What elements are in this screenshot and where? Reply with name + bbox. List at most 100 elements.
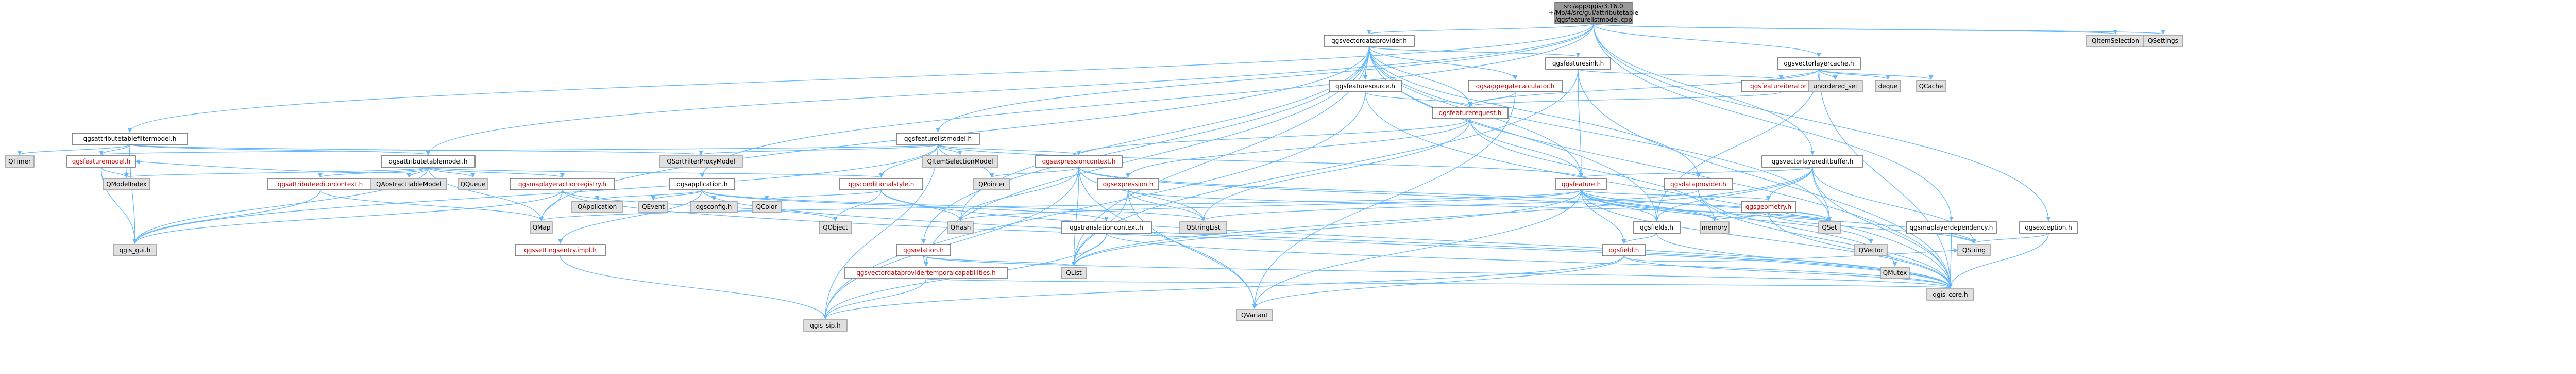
node-label: qgsaggregatecalculator.h: [1476, 83, 1555, 90]
node-qgsvectordataprovider-h[interactable]: qgsvectordataprovider.h: [1324, 35, 1415, 47]
node-label: +/Mo/4/src/gui/attributetable: [1549, 9, 1638, 17]
edge-qgsfeaturesource_h-to-qgsfeaturerequest_h: [1365, 91, 1472, 107]
node-label: QSettings: [2148, 37, 2178, 44]
node-box: [1875, 80, 1901, 92]
node-label: QMap: [533, 224, 551, 231]
node-qgsmaplayerdependency-h[interactable]: qgsmaplayerdependency.h: [1906, 221, 1997, 234]
node-box: [1741, 201, 1796, 213]
node-qcache: QCache: [1916, 80, 1946, 92]
node-qgsfeaturesink-h[interactable]: qgsfeaturesink.h: [1545, 57, 1611, 70]
node-qapplication: QApplication: [571, 201, 623, 213]
node-box: [571, 201, 623, 213]
node-label: QItemSelectionModel: [927, 158, 993, 165]
node-root[interactable]: src/app/qgis/3.16.0+/Mo/4/src/gui/attrib…: [1549, 2, 1638, 24]
edge-qgsexpressioncontext_h-to-QPointer: [989, 167, 1079, 178]
node-label: QPointer: [978, 181, 1005, 188]
node-qgsexpression-h[interactable]: qgsexpression.h: [1097, 178, 1159, 190]
node-qgsvectorlayereditbuffer-h[interactable]: qgsvectorlayereditbuffer.h: [1761, 155, 1863, 168]
node-box: [1854, 244, 1888, 256]
edge-qgsexpressioncontext_h-to-QStringList: [1078, 167, 1206, 221]
edge-qgsvectorlayereditbuffer_h-to-qgsfeature_h: [1579, 167, 1813, 178]
node-label: qgsfeaturerequest.h: [1439, 109, 1502, 117]
edge-qgsfield_h-to-QString: [1623, 248, 1958, 262]
node-qgsdataprovider-h[interactable]: qgsdataprovider.h: [1664, 178, 1733, 190]
node-label: qgsapplication.h: [676, 181, 727, 188]
edge-qgsfields_h-to-qgis_core_h: [1656, 233, 1953, 288]
node-qgssettingsentry-h[interactable]: qgssettingsentry.impl.h: [515, 244, 606, 256]
node-qabstracttablemodel: QAbstractTableModel: [370, 178, 447, 190]
edge-qgsattributetablefiltermodel_h-to-qgsattributetablemodel_h: [129, 144, 431, 155]
node-box: [1236, 309, 1273, 321]
node-label: qgstranslationcontext.h: [1070, 224, 1143, 231]
node-qvariant: QVariant: [1236, 309, 1273, 321]
node-label: qgis_sip.h: [810, 322, 840, 329]
node-qgsconditionalstyle-h[interactable]: qgsconditionalstyle.h: [839, 178, 923, 190]
node-qset: QSet: [1818, 221, 1841, 234]
node-qgsfield-h[interactable]: qgsfield.h: [1602, 244, 1646, 256]
node-box: [1545, 57, 1611, 70]
node-qgsfeaturelistmodel-h[interactable]: qgsfeaturelistmodel.h: [896, 133, 980, 145]
node-qgsfeaturerequest-h[interactable]: qgsfeaturerequest.h: [1432, 107, 1509, 119]
edge-qgsfeaturerequest_h-to-qgsfeature_h: [1469, 118, 1584, 178]
edge-qgsattributetablemodel_h-to-QModelIndex: [124, 167, 429, 178]
node-box: [1061, 221, 1152, 234]
edge-qgsfeaturelistmodel_h-to-qgsfeature_h: [937, 144, 1584, 178]
node-label: /qgsfeaturelistmodel.cpp: [1555, 16, 1632, 23]
node-qgsapplication-h[interactable]: qgsapplication.h: [669, 178, 735, 190]
node-qgsvectordataprovidertemporalcapabilities-h[interactable]: qgsvectordataprovidertemporalcapabilitie…: [844, 267, 1008, 279]
edge-qgsapplication_h-to-QEvent: [651, 189, 703, 201]
node-qgstranslationcontext-h[interactable]: qgstranslationcontext.h: [1061, 221, 1152, 234]
edge-qgsgeometry_h-to-QString: [1768, 212, 1976, 244]
edge-qgsdataprovider_h-to-QStringList: [1201, 189, 1699, 221]
node-box: [1664, 178, 1733, 190]
node-box: [947, 221, 974, 234]
node-qhash: QHash: [947, 221, 974, 234]
edge-qgsmaplayeractionregistry_h-to-qgis_gui_h: [132, 189, 563, 244]
node-label: qgsfeaturelistmodel.h: [904, 135, 972, 142]
edge-root-to-qgsvectorlayercache_h: [1593, 23, 1821, 57]
edge-qgsfeaturerequest_h-to-memory: [1469, 118, 1717, 221]
node-box: [381, 155, 476, 168]
node-qgsfeaturemodel-h[interactable]: qgsfeaturemodel.h: [66, 155, 136, 168]
node-label: qgsrelation.h: [903, 247, 944, 254]
edge-qgsvectorlayereditbuffer_h-to-qgsgeometry_h: [1766, 167, 1813, 201]
edge-qgsfields_h-to-qgsfield_h: [1621, 233, 1657, 244]
node-label: QEvent: [642, 203, 665, 210]
edge-qgsattributetablemodel_h-to-qgsconditionalstyle_h: [428, 167, 884, 178]
node-box: [510, 178, 615, 190]
node-qgsfeaturesource-h[interactable]: qgsfeaturesource.h: [1329, 80, 1402, 92]
node-qgsmaplayeractionregistry-h[interactable]: qgsmaplayeractionregistry.h: [510, 178, 615, 190]
edge-qgsattributeeditorcontext_h-to-qgis_gui_h: [132, 189, 321, 244]
node-label: qgsconditionalstyle.h: [849, 181, 914, 188]
node-qgsgeometry-h[interactable]: qgsgeometry.h: [1741, 201, 1796, 213]
edge-qgsattributetablemodel_h-to-QQueue: [428, 167, 476, 178]
edge-root-to-qgsexception_h: [1593, 23, 2051, 221]
node-qitemselection: QItemSelection: [2086, 35, 2145, 47]
node-label: qgsvectorlayercache.h: [1784, 60, 1854, 67]
node-box: [72, 133, 188, 145]
node-box: [638, 201, 668, 213]
edge-qgsvectorlayereditbuffer_h-to-QList: [1072, 167, 1813, 267]
node-qstringlist: QStringList: [1179, 221, 1227, 234]
edge-qgssettingsentry_h-to-qgis_sip_h: [560, 255, 828, 319]
node-qgsfeature-h[interactable]: qgsfeature.h: [1555, 178, 1607, 190]
edge-qgsexception_h-to-qgis_core_h: [1947, 233, 2049, 288]
node-qgsrelation-h[interactable]: qgsrelation.h: [896, 244, 951, 256]
node-label: QColor: [756, 203, 777, 210]
node-qgsattributetablemodel-h[interactable]: qgsattributetablemodel.h: [381, 155, 476, 168]
node-box: [1554, 2, 1633, 24]
node-qmodelindex: QModelIndex: [103, 178, 150, 190]
node-qgsfeatureiterator-h[interactable]: qgsfeatureiterator.h: [1741, 80, 1821, 92]
node-qitemselectionmodel: QItemSelectionModel: [922, 155, 998, 168]
node-qgsattributetablefiltermodel-h[interactable]: qgsattributetablefiltermodel.h: [72, 133, 188, 145]
node-qgsaggregatecalculator-h[interactable]: qgsaggregatecalculator.h: [1468, 80, 1563, 92]
node-qgsexpressioncontext-h[interactable]: qgsexpressioncontext.h: [1035, 155, 1123, 168]
node-box: [458, 178, 488, 190]
node-qgsvectorlayercache-h[interactable]: qgsvectorlayercache.h: [1777, 57, 1861, 70]
node-box: [752, 201, 782, 213]
node-qgsfields-h[interactable]: qgsfields.h: [1633, 221, 1681, 234]
node-qgsexception-h[interactable]: qgsexception.h: [2019, 221, 2078, 234]
edge-qgsvectorlayercache_h-to-qgsfeaturerequest_h: [1468, 69, 1820, 107]
node-qmap: QMap: [530, 221, 553, 234]
node-qgsattributeeditorcontext-h[interactable]: qgsattributeeditorcontext.h: [267, 178, 373, 190]
